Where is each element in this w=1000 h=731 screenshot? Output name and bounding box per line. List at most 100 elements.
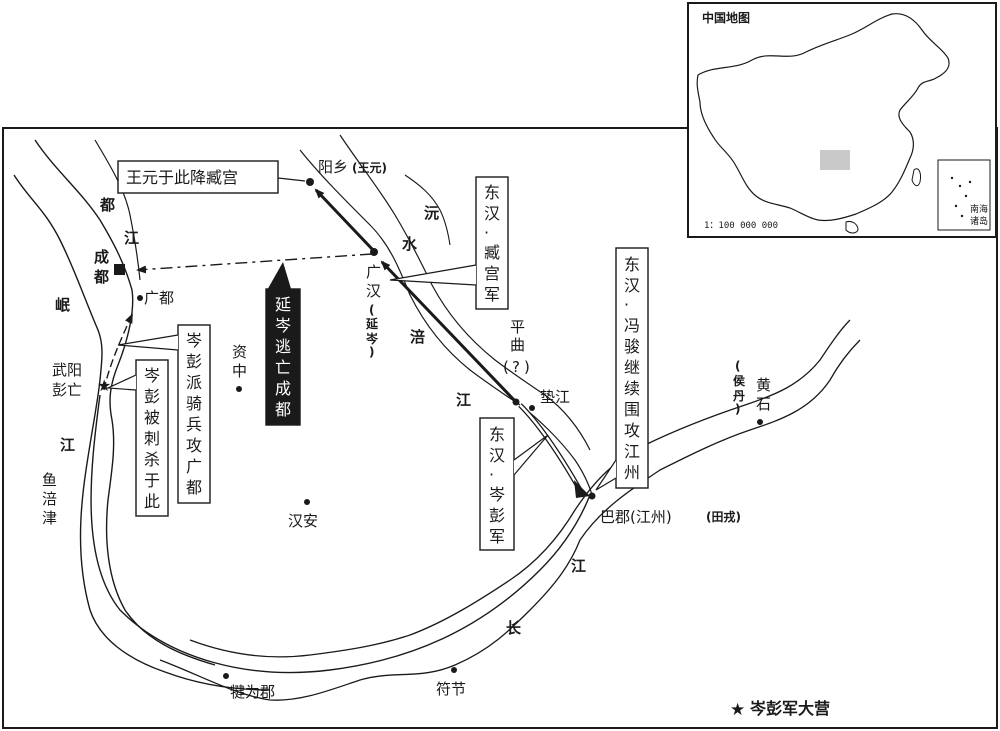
cavalry-char-8: 都 — [186, 478, 202, 497]
river-label-du: 都 — [99, 196, 115, 214]
feng-jun-char-7: 续 — [624, 379, 640, 398]
river-label-min: 岷 — [55, 296, 70, 314]
pingqu-marker — [512, 398, 520, 406]
cavalry-char-4: 骑 — [186, 394, 202, 413]
army-char-2: 汉 — [489, 446, 505, 465]
label-wuyang: 武阳 — [52, 361, 82, 379]
cavalry-char-2: 彭 — [186, 352, 202, 371]
label-guangdu: 广都 — [144, 289, 174, 307]
chengdu-marker — [114, 264, 125, 275]
river-label-jiang-3: 江 — [456, 391, 471, 409]
dianjiang-marker — [529, 405, 535, 411]
yangxiang-marker — [306, 178, 314, 186]
yan-cen-char-2: 岑 — [275, 316, 291, 335]
fujie-marker — [451, 667, 457, 673]
inset-highlight-region — [820, 150, 850, 170]
inset-south-sea-label-2: 诸岛 — [970, 215, 988, 227]
label-chengdu-1: 成 — [94, 248, 109, 266]
hanan-marker — [304, 499, 310, 505]
route-guanghan-to-yangxiang — [314, 188, 375, 252]
label-huangshi-1: 黄 — [756, 376, 771, 394]
inset-title: 中国地图 — [702, 10, 750, 25]
label-houdan-4: ) — [735, 402, 740, 416]
jianwei-marker — [223, 673, 229, 679]
label-chengdu-2: 都 — [93, 268, 109, 286]
army-char-1: 东 — [489, 425, 505, 444]
feng-jun-char-3: · — [624, 295, 629, 314]
route-bajun-arrowhead — [574, 480, 590, 498]
killed-char-4: 刺 — [144, 429, 160, 448]
river-label-jiang-4: 江 — [571, 557, 586, 575]
label-pingqu-2: 曲 — [510, 336, 525, 354]
label-houdan-3: 丹 — [733, 389, 745, 403]
fu-river-east-bank — [339, 134, 591, 451]
label-question: ? — [512, 358, 520, 376]
cavalry-char-3: 派 — [186, 373, 202, 392]
inset-taiwan-island — [911, 168, 921, 187]
min-river-west-bank — [13, 174, 271, 691]
du-river-tributary — [94, 139, 141, 281]
yangtze-north-bank — [189, 319, 851, 658]
box-wang-yuan-text: 王元于此降臧宫 — [126, 168, 238, 187]
label-tianrong-tag: (田戎) — [706, 509, 741, 524]
bajun-marker — [588, 492, 596, 500]
inset-south-sea-label-1: 南海 — [970, 203, 988, 215]
route-dianjiang-to-guanghan — [380, 260, 518, 404]
river-label-jiang-1: 江 — [124, 229, 139, 247]
box-zang-gong-army: 东 汉 · 臧 宫 军 — [389, 176, 509, 310]
killed-char-1: 岑 — [144, 366, 160, 385]
box-yan-cen-flight: 延 岑 逃 亡 成 都 — [265, 262, 301, 426]
feng-jun-char-10: 江 — [624, 442, 640, 461]
label-huangshi-2: 石 — [756, 395, 771, 413]
feng-jun-char-2: 汉 — [624, 276, 640, 295]
cavalry-char-5: 兵 — [186, 415, 202, 434]
label-guanghan-2: 汉 — [366, 282, 381, 300]
label-yancen-4: ) — [369, 345, 374, 359]
box-cen-peng-cavalry: 岑 彭 派 骑 兵 攻 广 都 — [117, 324, 211, 504]
route-yan-cen-flight — [136, 253, 373, 274]
label-zizhong-2: 中 — [232, 362, 247, 380]
killed-char-7: 此 — [144, 492, 160, 511]
feng-jun-char-5: 骏 — [624, 337, 640, 356]
label-houdan-2: 侯 — [733, 373, 746, 388]
cen-peng-camp-star: ★ — [97, 376, 111, 395]
label-fujie: 符节 — [436, 680, 466, 698]
route-wuyang-to-guangdu — [103, 313, 133, 391]
zang-gong-char-3: · — [484, 223, 489, 242]
label-wang-yuan-tag: (王元) — [352, 161, 387, 175]
box-cen-peng-army: 东 汉 · 岑 彭 军 — [479, 417, 549, 551]
zang-gong-char-4: 臧 — [484, 243, 500, 262]
label-houdan-1: ( — [735, 359, 740, 373]
yan-cen-char-1: 延 — [275, 295, 291, 314]
army-char-4: 岑 — [489, 485, 505, 504]
label-yufujin-1: 鱼 — [42, 471, 57, 489]
yan-cen-char-4: 亡 — [275, 358, 291, 377]
route-dianjiang-to-bajun-inner — [519, 404, 582, 491]
yan-cen-char-5: 成 — [275, 379, 291, 398]
feng-jun-char-1: 东 — [624, 255, 640, 274]
yan-cen-char-3: 逃 — [275, 337, 291, 356]
inset-south-sea-box — [937, 159, 991, 231]
killed-char-3: 被 — [144, 408, 160, 427]
feng-jun-char-8: 围 — [624, 400, 640, 419]
cavalry-char-7: 广 — [186, 457, 202, 476]
label-pingqu-1: 平 — [510, 318, 525, 336]
river-label-shui: 水 — [402, 235, 418, 253]
label-dianjiang: 垫江 — [540, 388, 570, 406]
zang-gong-char-6: 军 — [484, 285, 500, 304]
legend-star-icon: ★ — [730, 700, 745, 720]
label-question-open: ( — [503, 358, 509, 376]
river-label-fu: 涪 — [410, 328, 425, 346]
label-yancen-3: 岑 — [365, 331, 379, 346]
label-yangxiang: 阳乡 — [318, 158, 348, 176]
legend-label: 岑彭军大营 — [749, 699, 830, 718]
inset-scale: 1：100 000 000 — [704, 221, 778, 231]
box-feng-jun-army: 东 汉 · 冯 骏 继 续 围 攻 江 州 — [595, 247, 649, 491]
label-jianwei: 犍为郡 — [230, 683, 275, 701]
feng-jun-char-6: 继 — [624, 358, 640, 377]
box-cen-peng-killed: 岑 彭 被 刺 杀 于 此 — [105, 359, 169, 517]
label-hanan: 汉安 — [288, 512, 318, 530]
river-label-chang: 长 — [506, 619, 522, 637]
killed-char-5: 杀 — [144, 450, 160, 469]
label-yancen-1: ( — [369, 303, 374, 317]
